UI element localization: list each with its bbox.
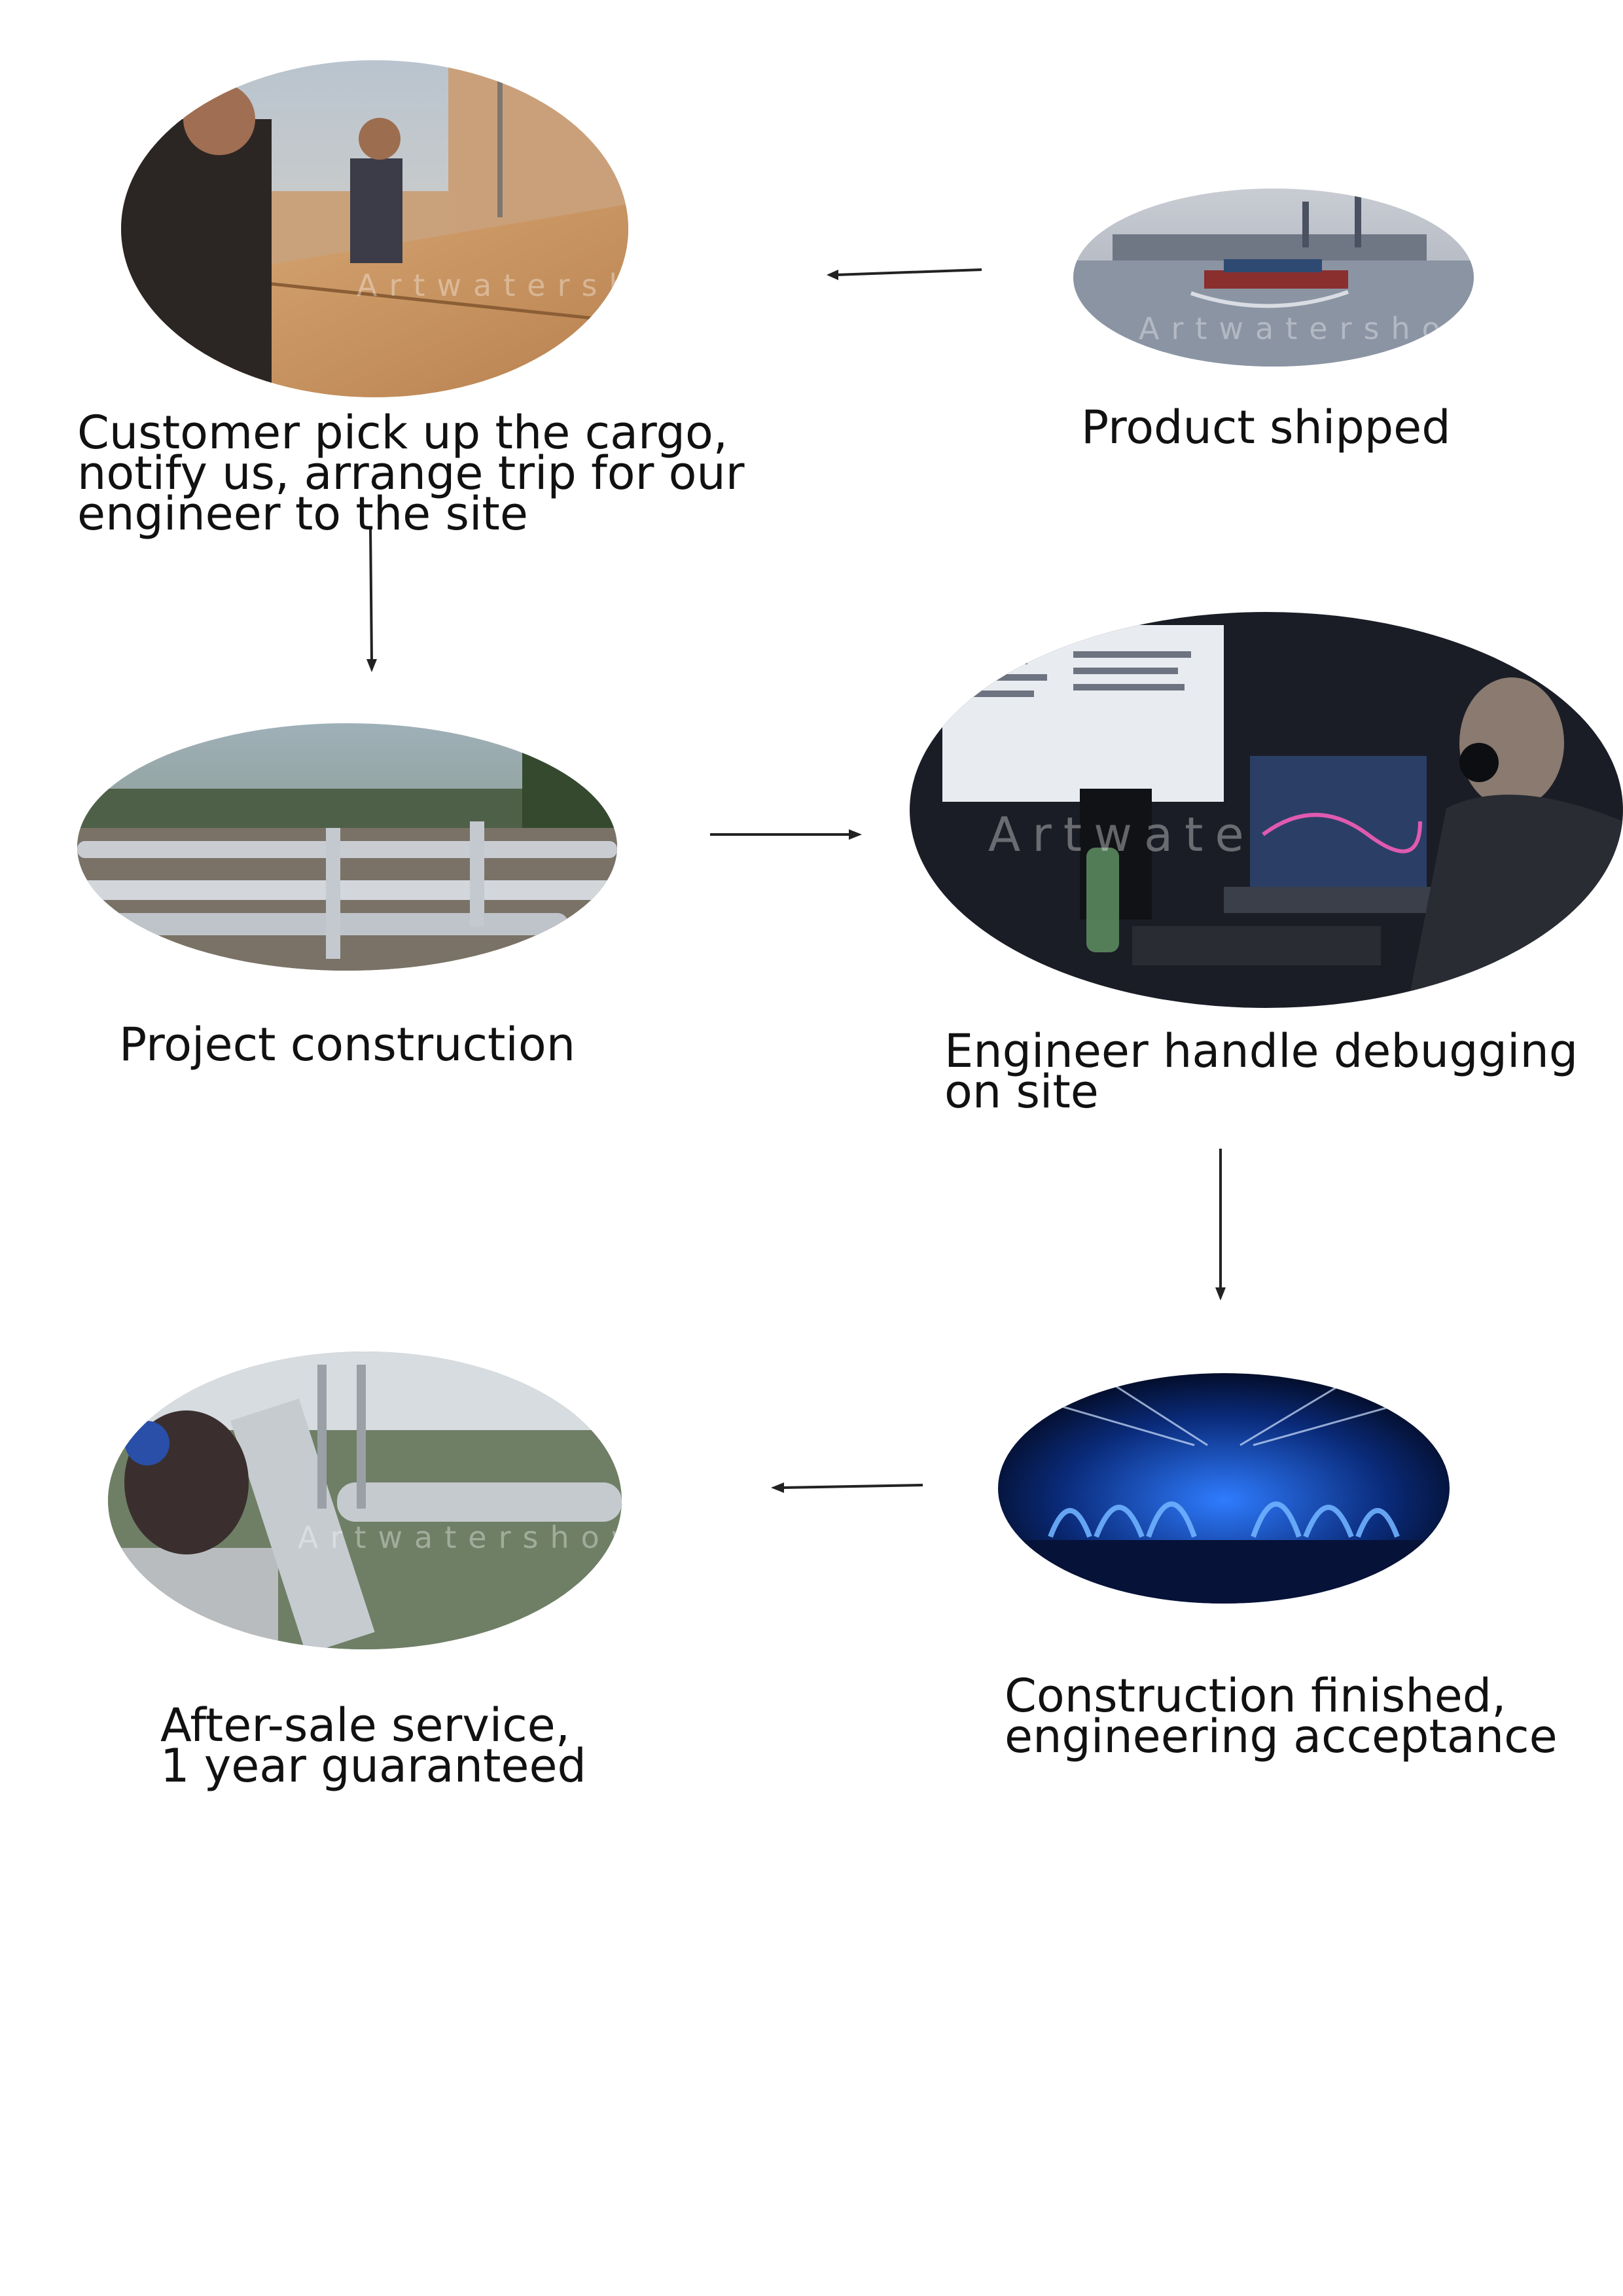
arrow-construction-to-debugging (710, 829, 862, 840)
watermark-text: Artwatershow (357, 268, 628, 303)
aftersale-photo: Artwatershow (108, 1352, 622, 1649)
caption-line: Customer pick up the cargo, (77, 406, 728, 459)
caption-line: Construction finished, (1005, 1669, 1507, 1723)
construction-photo (77, 723, 617, 971)
watermark-text: Artwate (988, 807, 1256, 862)
caption-line: engineer to the site (77, 487, 528, 541)
caption-engineer-debugging: Engineer handle debugging on site (944, 1024, 1578, 1119)
caption-construction-finished: Construction finished, engineering accep… (1005, 1669, 1558, 1763)
watermark-text: Artwatershow (1139, 311, 1474, 346)
caption-line: notify us, arrange trip for our (77, 446, 745, 500)
fountain-photo (998, 1373, 1450, 1604)
caption-product-shipped: Product shipped (1081, 401, 1451, 454)
arrow-acceptance-to-aftersale (771, 1482, 923, 1493)
caption-cargo-pickup: Customer pick up the cargo, notify us, a… (77, 406, 745, 541)
caption-line: on site (944, 1065, 1099, 1119)
caption-project-construction: Project construction (119, 1018, 576, 1071)
cargo-pickup-photo: Artwatershow (121, 60, 628, 397)
arrow-debugging-to-acceptance (1215, 1149, 1226, 1300)
arrow-shipped-to-pickup (827, 268, 982, 280)
arrow-pickup-to-construction (366, 526, 377, 672)
watermark-text: Artwatershow (298, 1520, 622, 1555)
caption-line: engineering acceptance (1005, 1710, 1558, 1763)
caption-line: Engineer handle debugging (944, 1024, 1578, 1078)
caption-line: Project construction (119, 1018, 576, 1071)
ship-photo: Artwatershow (1073, 188, 1474, 367)
caption-line: After-sale service, (160, 1698, 571, 1752)
caption-after-sale: After-sale service, 1 year guaranteed (160, 1698, 586, 1793)
debugging-photo: Artwate (910, 612, 1623, 1008)
caption-line: Product shipped (1081, 401, 1451, 454)
caption-line: 1 year guaranteed (160, 1739, 586, 1793)
